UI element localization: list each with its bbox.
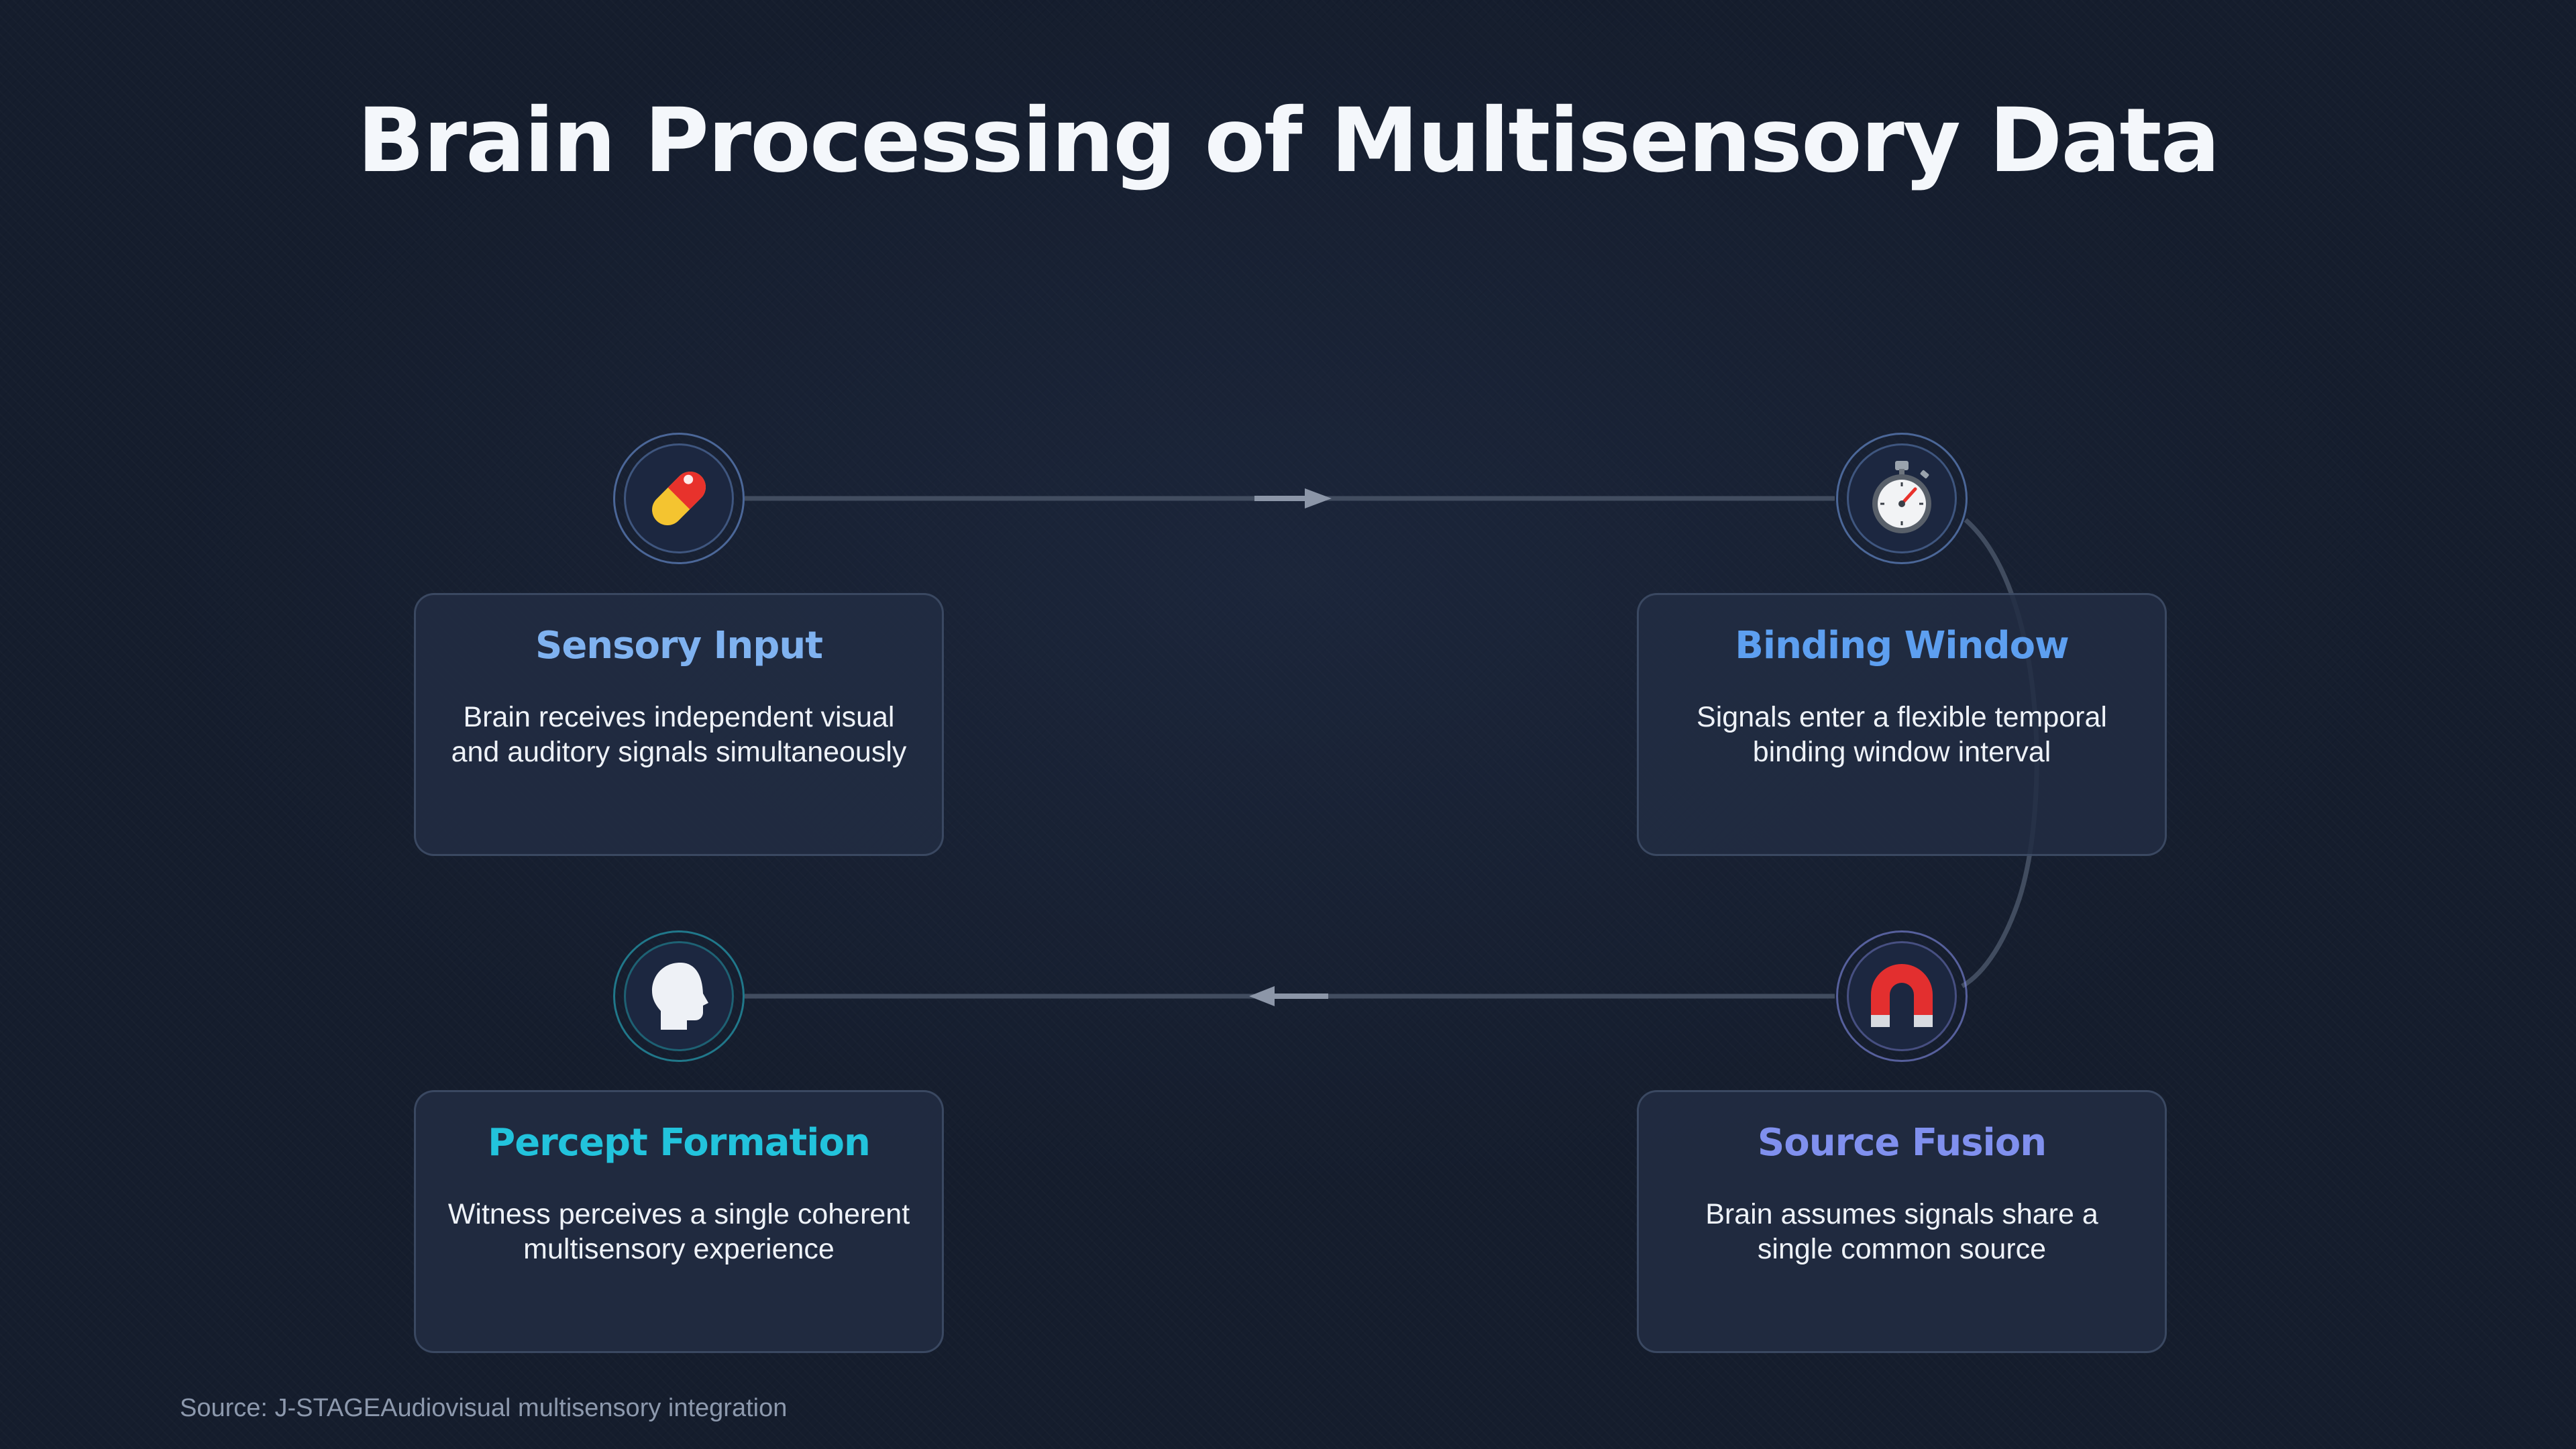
head-icon [626,943,732,1049]
step-card-source-fusion: Source Fusion Brain assumes signals shar… [1637,1090,2167,1353]
arrow-left-icon [1249,986,1328,1006]
step-card-binding-window: Binding Window Signals enter a flexible … [1637,593,2167,856]
step-description: Brain receives independent visual and au… [451,701,907,768]
percept-formation-node [613,930,745,1062]
step-card-percept-formation: Percept Formation Witness perceives a si… [414,1090,944,1353]
step-card-sensory-input: Sensory Input Brain receives independent… [414,593,944,856]
diagram-title: Brain Processing of Multisensory Data [357,89,2220,193]
source-note: Source: J-STAGEAudiovisual multisensory … [180,1394,788,1422]
step-description: Witness perceives a single coherent mult… [447,1198,910,1265]
magnet-icon [1849,943,1955,1049]
stopwatch-icon [1849,445,1955,551]
sensory-input-node [613,433,745,564]
step-title: Binding Window [1735,624,2070,667]
source-fusion-node [1836,930,1968,1062]
step-title: Sensory Input [535,624,823,667]
step-description: Signals enter a flexible temporal bindin… [1697,701,2107,768]
step-title: Source Fusion [1757,1121,2047,1165]
arrow-right-icon [1254,488,1332,508]
binding-window-node [1836,433,1968,564]
step-title: Percept Formation [488,1121,871,1165]
pill-icon [626,445,732,551]
step-description: Brain assumes signals share a single com… [1705,1198,2098,1265]
